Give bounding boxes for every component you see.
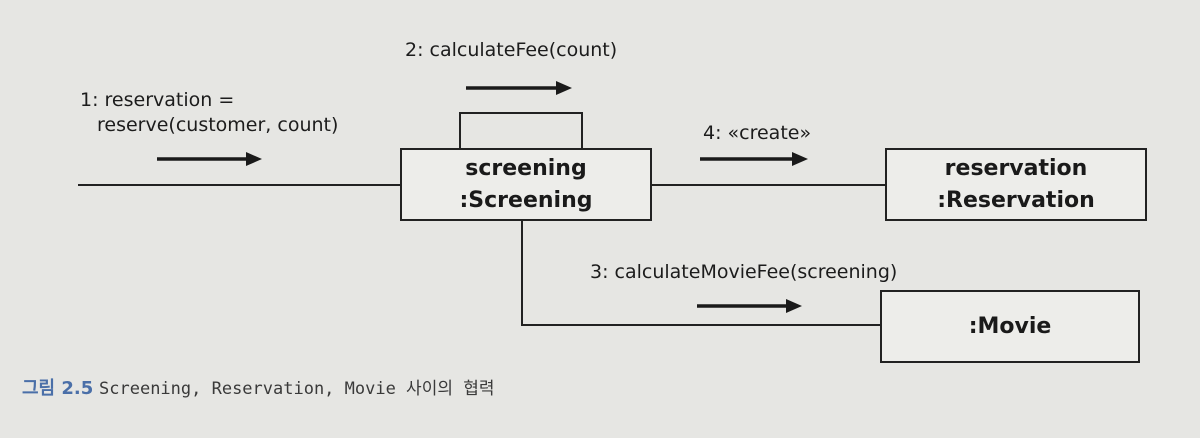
message-arrow-2 — [466, 81, 572, 95]
figure-caption-text: Screening, Reservation, Movie 사이의 협력 — [99, 379, 495, 399]
reservation-object-class: :Reservation — [937, 187, 1095, 213]
message-arrow-3 — [697, 299, 802, 313]
movie-object: :Movie — [880, 290, 1140, 363]
figure-caption: 그림 2.5 Screening, Reservation, Movie 사이의… — [22, 374, 495, 400]
screening-object-class: :Screening — [459, 187, 593, 213]
message-arrow-4 — [700, 152, 808, 166]
movie-object-class: :Movie — [968, 313, 1052, 339]
message-1-label-line1: 1: reservation = — [80, 89, 235, 111]
message-2-label: 2: calculateFee(count) — [405, 39, 618, 61]
screening-object: screening :Screening — [400, 148, 652, 221]
self-link — [459, 112, 583, 149]
message-4-label: 4: «create» — [703, 122, 812, 144]
message-3-label: 3: calculateMovieFee(screening) — [590, 261, 898, 283]
message-1-label-line2: reserve(customer, count) — [97, 114, 339, 136]
figure-number: 그림 2.5 — [22, 378, 94, 399]
screening-object-name: screening — [465, 155, 587, 181]
reservation-object: reservation :Reservation — [885, 148, 1147, 221]
message-arrow-1 — [157, 152, 262, 166]
reservation-object-name: reservation — [944, 155, 1088, 181]
link-screening-movie — [521, 220, 882, 326]
